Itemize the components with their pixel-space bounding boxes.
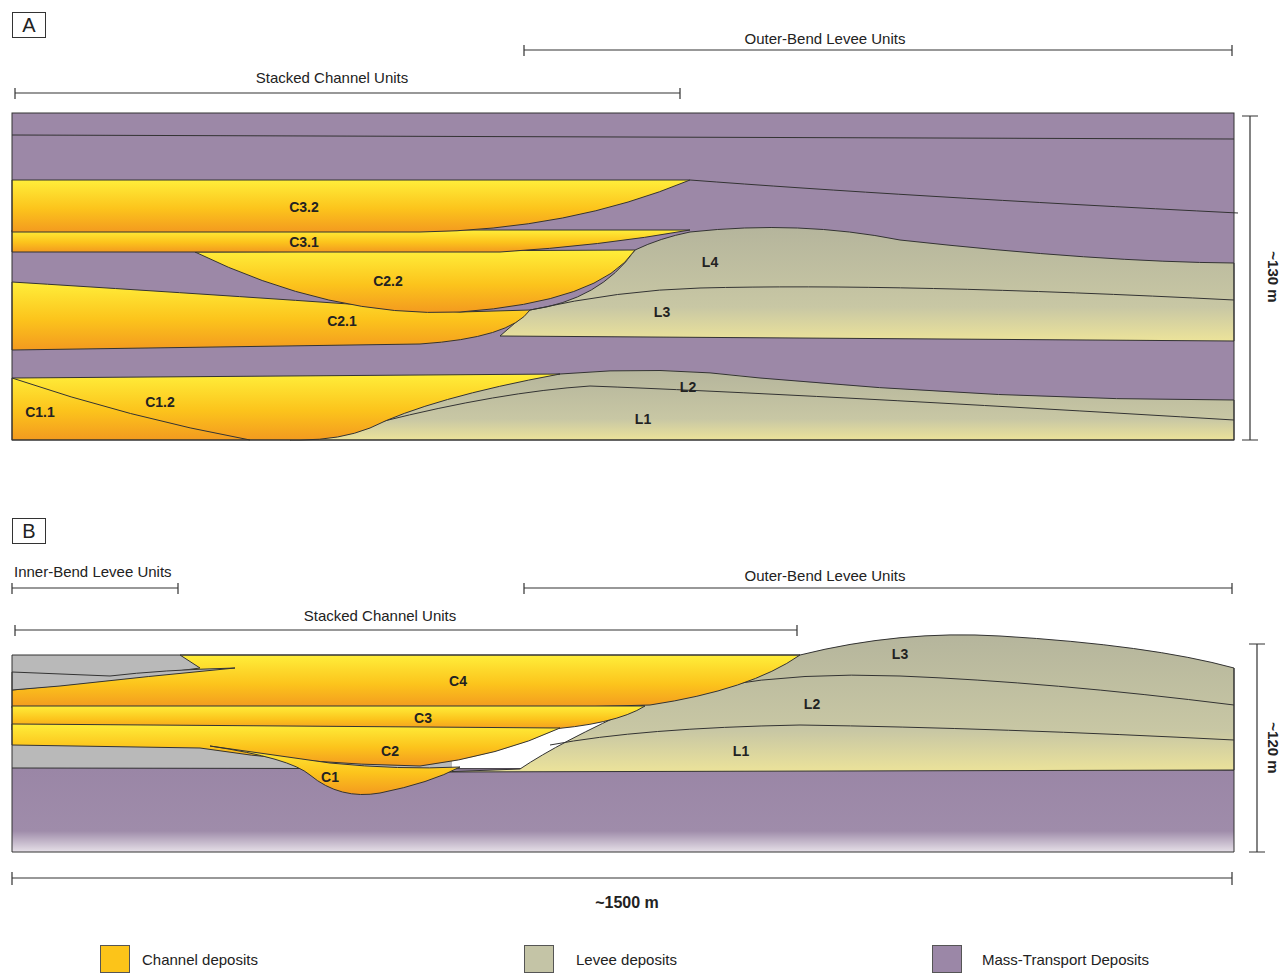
unit-label: C4 (449, 674, 467, 689)
unit-label: C1 (321, 770, 339, 785)
legend-swatch (932, 945, 962, 973)
bracket-label: Stacked Channel Units (304, 608, 457, 625)
unit-label: C3.2 (289, 200, 319, 215)
unit-label: L2 (680, 380, 696, 395)
unit-label: C2.2 (373, 274, 403, 289)
unit-label: L3 (892, 647, 908, 662)
legend-text: Mass-Transport Deposits (982, 952, 1149, 969)
unit-label: C1.1 (25, 405, 55, 420)
unit-label: L1 (733, 744, 749, 759)
unit-label: C3 (414, 711, 432, 726)
dimension-label: ~120 m (1265, 722, 1282, 773)
unit-label: L2 (804, 697, 820, 712)
unit-label: L3 (654, 305, 670, 320)
bracket-label: Inner-Bend Levee Units (14, 564, 172, 581)
legend-swatch (524, 945, 554, 973)
bracket-label: Outer-Bend Levee Units (745, 31, 906, 48)
unit-label: C2.1 (327, 314, 357, 329)
panel-letter-box: B (12, 518, 46, 544)
legend-text: Channel deposits (142, 952, 258, 969)
unit-label: L1 (635, 412, 651, 427)
legend-swatch (100, 945, 130, 973)
panel-b (12, 635, 1234, 852)
unit-label: C2 (381, 744, 399, 759)
bracket-label: Stacked Channel Units (256, 70, 409, 87)
unit-label: C3.1 (289, 235, 319, 250)
brackets (12, 45, 1265, 885)
unit-label: C1.2 (145, 395, 175, 410)
panel-letter: A (13, 14, 45, 36)
panel-letter: B (13, 520, 45, 542)
panel-letter-box: A (12, 12, 46, 38)
unit-label: L4 (702, 255, 718, 270)
legend-text: Levee deposits (576, 952, 677, 969)
dimension-label: ~1500 m (595, 894, 659, 912)
bracket-label: Outer-Bend Levee Units (745, 568, 906, 585)
dimension-label: ~130 m (1265, 251, 1282, 302)
panel-a (12, 113, 1238, 440)
